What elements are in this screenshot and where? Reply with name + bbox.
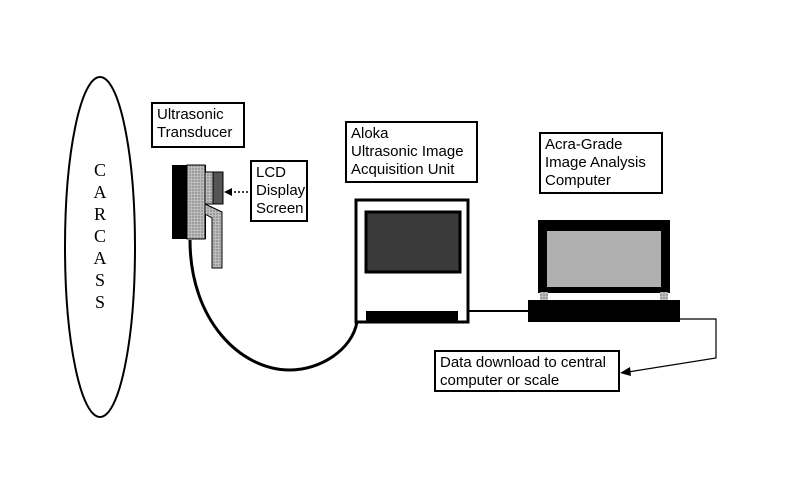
laptop-hinge-left xyxy=(540,292,548,300)
carcass-letter: S xyxy=(95,270,105,290)
carcass-letter: S xyxy=(95,292,105,312)
ultrasonic-transducer-label: Ultrasonic Transducer xyxy=(151,102,245,148)
transducer-face xyxy=(186,164,206,240)
laptop-base xyxy=(528,300,680,322)
carcass-letter: A xyxy=(94,248,107,268)
data-download-label: Data download to central computer or sca… xyxy=(434,350,620,392)
transducer-display-inner xyxy=(212,171,224,205)
carcass-letter: C xyxy=(94,226,106,246)
download-arrowhead xyxy=(620,367,631,376)
aloka-label: Aloka Ultrasonic Image Acquisition Unit xyxy=(345,121,478,183)
ultrasonic-transducer xyxy=(172,164,224,269)
carcass-letter: C xyxy=(94,160,106,180)
lcd-pointer-arrowhead xyxy=(224,188,232,196)
transducer-handle xyxy=(204,203,223,269)
laptop-hinge-right xyxy=(660,292,668,300)
aloka-unit-base xyxy=(366,311,458,322)
acra-grade-label: Acra-Grade Image Analysis Computer xyxy=(539,132,663,194)
transducer-cable xyxy=(188,239,359,372)
carcass-letter: R xyxy=(94,204,106,224)
carcass-letter: A xyxy=(94,182,107,202)
lcd-display-label: LCD Display Screen xyxy=(250,160,308,222)
download-connector xyxy=(627,318,717,373)
aloka-unit xyxy=(354,198,470,324)
laptop-screen xyxy=(547,231,661,287)
aloka-unit-screen xyxy=(364,210,462,274)
acra-grade-computer xyxy=(528,220,680,322)
carcass-ellipse xyxy=(64,76,136,418)
